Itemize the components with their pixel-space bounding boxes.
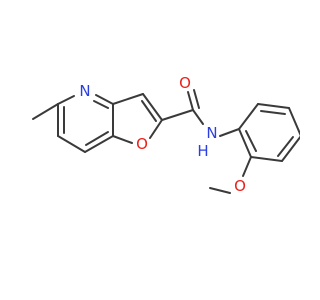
- bond-c5-n4: [57, 95, 75, 105]
- bond-c3a-n4: [95, 94, 114, 105]
- bond-o-methyl: [209, 187, 231, 194]
- bond-n-phenyl: [219, 128, 240, 137]
- atom-o-furan: O: [136, 135, 148, 153]
- bond-c2-carbonyl: [161, 109, 194, 121]
- bond-ph5-ph6: [250, 156, 283, 162]
- atom-n-amide: N: [206, 124, 217, 142]
- bond-c6-c7: [57, 135, 86, 153]
- bond-ph2-ph3: [257, 103, 290, 109]
- bond-ph6-ph1: [238, 128, 252, 158]
- bond-ph1-ph2: [238, 103, 259, 130]
- atom-labels: N O O N H O: [79, 74, 246, 195]
- molecule-diagram: N O O N H O: [32, 74, 300, 195]
- bond-carbonyl-o-double: [193, 89, 200, 109]
- bond-ph3-ph4: [288, 107, 300, 137]
- bond-c3-c2: [142, 93, 163, 121]
- bond-c7-c7a: [84, 135, 114, 153]
- bond-carbonyl-o: [187, 91, 194, 111]
- bond-ph2-ph3-double: [260, 110, 286, 115]
- bond-ph4-ph5-double: [277, 136, 294, 157]
- bond-o1-c7a: [112, 135, 133, 144]
- bond-ph6-ph1-double: [245, 130, 257, 152]
- bond-ph6-o-methoxy: [242, 156, 252, 177]
- atom-o-methoxy: O: [234, 177, 246, 195]
- bond-c3a-c3: [112, 93, 144, 105]
- bond-ph4-ph5: [281, 135, 300, 162]
- bond-c3a-n4-double: [93, 100, 109, 109]
- atom-h-amide: H: [197, 142, 208, 160]
- bond-carbonyl-n: [192, 109, 204, 125]
- bond-c7-c7a-double: [85, 131, 109, 146]
- bond-methyl-c5: [32, 103, 59, 120]
- bonds: [32, 89, 300, 194]
- bond-c3-c2-double: [141, 100, 157, 122]
- atom-o-carbonyl: O: [179, 74, 191, 92]
- bond-c2-o1: [149, 119, 163, 139]
- atom-n-pyridine: N: [79, 82, 90, 100]
